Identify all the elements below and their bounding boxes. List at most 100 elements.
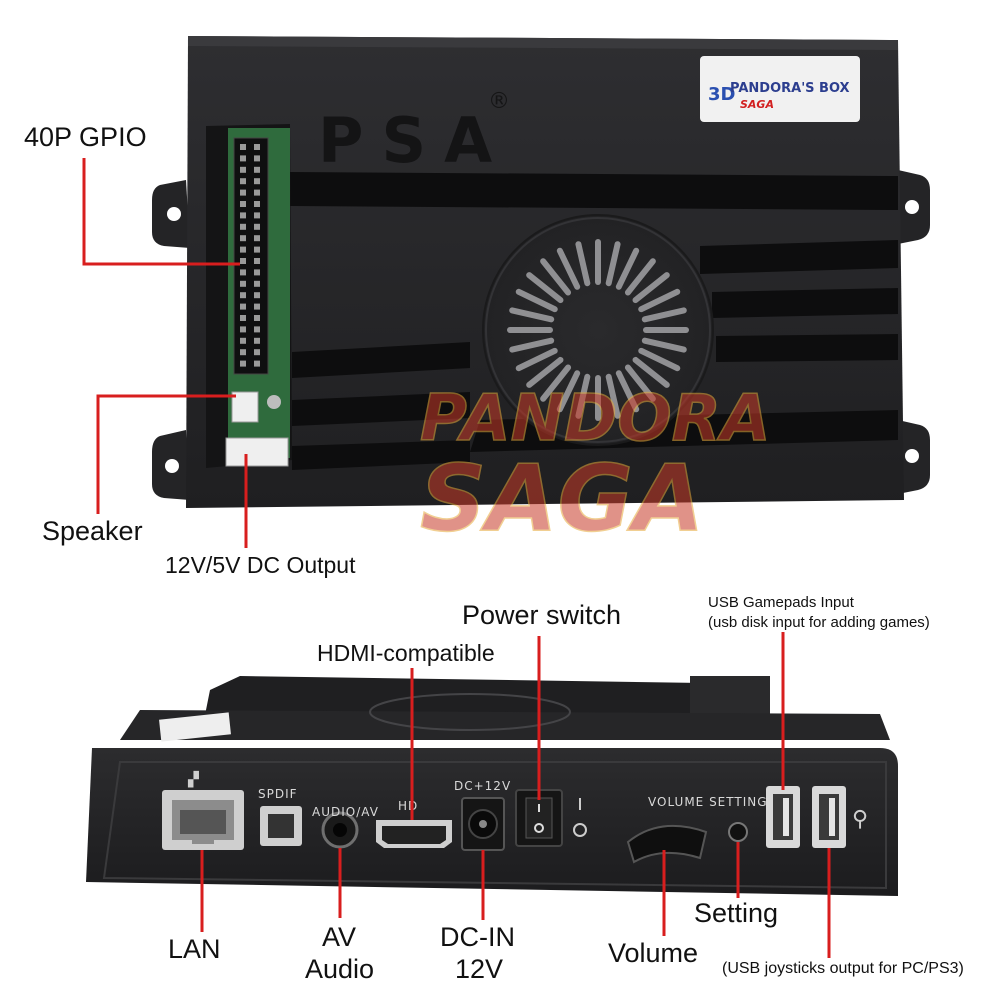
svg-text:SAGA: SAGA (420, 445, 704, 552)
label-12v: 12V (455, 954, 504, 984)
mount-hole (167, 207, 181, 221)
usb-icon: ⚲ (852, 807, 868, 832)
label-audio: Audio (305, 954, 375, 984)
gpio-pin (240, 292, 246, 299)
gpio-pin (254, 292, 260, 299)
fan-blade (638, 288, 681, 313)
svg-text:3D: 3D (708, 84, 735, 105)
leader-speaker (96, 394, 236, 514)
svg-text:VOLUME SETTING: VOLUME SETTING (648, 795, 768, 809)
power-switch (515, 789, 587, 847)
svg-text:HD: HD (398, 799, 418, 813)
mount-hole (905, 449, 919, 463)
gpio-pin (240, 189, 246, 196)
audio-av-port: AUDIO/AV (312, 805, 379, 849)
gpio-pin (254, 337, 260, 344)
fan-blade (632, 356, 670, 388)
label-power-switch: Power switch (462, 600, 622, 630)
gpio-pin (254, 258, 260, 264)
mount-hole (905, 200, 919, 214)
svg-text:AUDIO/AV: AUDIO/AV (312, 805, 379, 819)
gpio-pin (254, 212, 260, 219)
gpio-pin (254, 326, 260, 333)
gpio-pin (254, 166, 260, 173)
gpio-pin (240, 349, 246, 356)
gpio-pin (240, 258, 246, 264)
fan-blade (540, 364, 572, 402)
speaker-connector (231, 391, 259, 423)
gpio-pin (254, 280, 260, 287)
brand-sticker: 3D PANDORA'S BOX SAGA (700, 56, 860, 122)
gpio-pin (254, 201, 260, 207)
gpio-pin (240, 155, 246, 162)
gpio-pcb (206, 124, 292, 468)
gpio-pin (254, 360, 260, 367)
setting-button (728, 822, 748, 842)
fan-blade (526, 356, 564, 388)
gpio-pin (254, 223, 260, 230)
svg-text:SAGA: SAGA (740, 98, 774, 111)
leader-lines (82, 158, 831, 958)
gpio-pin (240, 337, 246, 344)
volume-wheel: VOLUME SETTING (626, 795, 768, 864)
gpio-pin (254, 349, 260, 356)
spdif-port: SPDIF (258, 787, 302, 846)
fan-blade (575, 373, 591, 419)
label-av: AV (322, 922, 357, 952)
fan-blade (556, 247, 581, 290)
label-dc-in: DC-IN (440, 922, 515, 952)
gpio-pin (240, 223, 246, 230)
gpio-pin (240, 326, 246, 333)
gpio-pin (240, 280, 246, 287)
fan-blade (515, 347, 558, 372)
fan-blade (624, 364, 656, 402)
gpio-pin (254, 189, 260, 196)
fan-blade (540, 258, 572, 296)
label-volume: Volume (608, 938, 699, 968)
fan-blade (624, 258, 656, 296)
fan-blade (615, 370, 640, 413)
gpio-pin (240, 303, 246, 310)
label-hdmi: HDMI-compatible (317, 640, 495, 666)
fan-blade (605, 373, 621, 419)
label-usb-input: USB Gamepads Input (708, 594, 854, 611)
fan-blade (638, 347, 681, 372)
svg-text:PANDORA'S BOX: PANDORA'S BOX (730, 81, 850, 96)
usb-port-output: ⚲ (812, 786, 868, 848)
gpio-pin (240, 201, 246, 207)
dc-in-port: DC+12V (454, 779, 511, 851)
gpio-pin (254, 144, 260, 150)
label-usb-output: (USB joysticks output for PC/PS3) (722, 960, 964, 977)
svg-text:DC+12V: DC+12V (454, 779, 511, 793)
gpio-pin (254, 269, 260, 276)
label-speaker: Speaker (42, 516, 143, 546)
gpio-header (233, 137, 269, 375)
svg-text:PANDORA: PANDORA (420, 382, 770, 456)
gpio-pin (240, 269, 246, 276)
fan-blade (556, 370, 581, 413)
fan-blade (641, 337, 687, 353)
network-icon: ▞ (187, 770, 199, 788)
fan-blade (515, 288, 558, 313)
registered-mark: ® (488, 89, 510, 114)
mount-hole (165, 459, 179, 473)
dc-output-connector (225, 437, 289, 467)
gpio-pin (254, 178, 260, 185)
fan-blade (509, 307, 555, 323)
fan-blade (575, 241, 591, 287)
gpio-pin (240, 144, 246, 150)
label-gpio: 40P GPIO (24, 122, 147, 152)
gpio-pin (240, 246, 246, 253)
label-lan: LAN (168, 934, 221, 964)
gpio-pin (254, 315, 260, 321)
leader-gpio (82, 158, 240, 266)
top-view-device: PSA ® 3D PANDORA'S BOX SAGA PANDORA (152, 36, 930, 553)
lan-port: ▞ (162, 770, 244, 850)
gpio-pin (240, 178, 246, 185)
gpio-pin (240, 166, 246, 173)
usb-port-input (766, 786, 800, 848)
rear-view-device: ▞ SPDIF AUDIO/AV HD DC+12V (86, 676, 898, 896)
svg-text:SPDIF: SPDIF (258, 787, 298, 801)
gpio-pin (254, 303, 260, 310)
